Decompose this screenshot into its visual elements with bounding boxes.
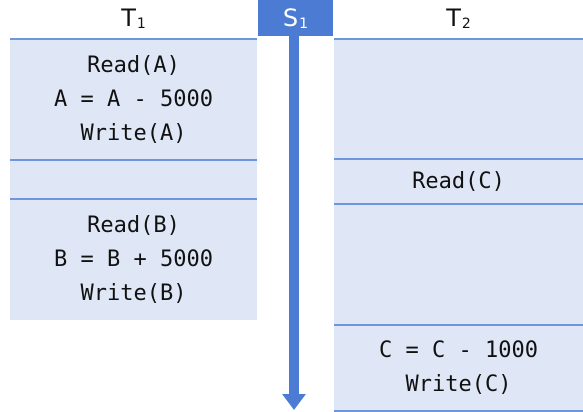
t2-line: C = C - 1000: [379, 338, 538, 363]
t2-block-3: [334, 203, 583, 324]
t2-line: Write(C): [405, 372, 512, 397]
t1-block-1: Read(A) A = A - 5000 Write(A): [10, 38, 257, 159]
header-t1-letter: T: [121, 4, 136, 32]
header-s1-letter: S: [282, 4, 299, 32]
header-t2-sub: 2: [461, 16, 471, 32]
t2-block-2: Read(C): [334, 158, 583, 203]
t2-block-4: C = C - 1000 Write(C): [334, 324, 583, 410]
arrow-shaft: [289, 36, 299, 394]
t1-line: B = B + 5000: [54, 247, 213, 272]
t1-line: Read(A): [87, 52, 180, 78]
t2-line: Read(C): [412, 168, 505, 194]
timeline-arrow: [282, 36, 306, 410]
header-t2-letter: T: [446, 4, 461, 32]
t1-block-2: [10, 159, 257, 198]
header-s1-sub: 1: [299, 16, 309, 32]
t2-bottom-rule: [334, 410, 583, 412]
header-t1-sub: 1: [136, 16, 146, 32]
t1-line: Write(A): [80, 120, 187, 146]
t2-block-1: [334, 38, 583, 158]
arrow-head: [282, 394, 306, 410]
t1-line: A = A - 5000: [54, 86, 213, 112]
t1-line: Read(B): [87, 213, 180, 238]
t1-line: Write(B): [80, 281, 187, 306]
t1-block-3: Read(B) B = B + 5000 Write(B): [10, 198, 257, 320]
